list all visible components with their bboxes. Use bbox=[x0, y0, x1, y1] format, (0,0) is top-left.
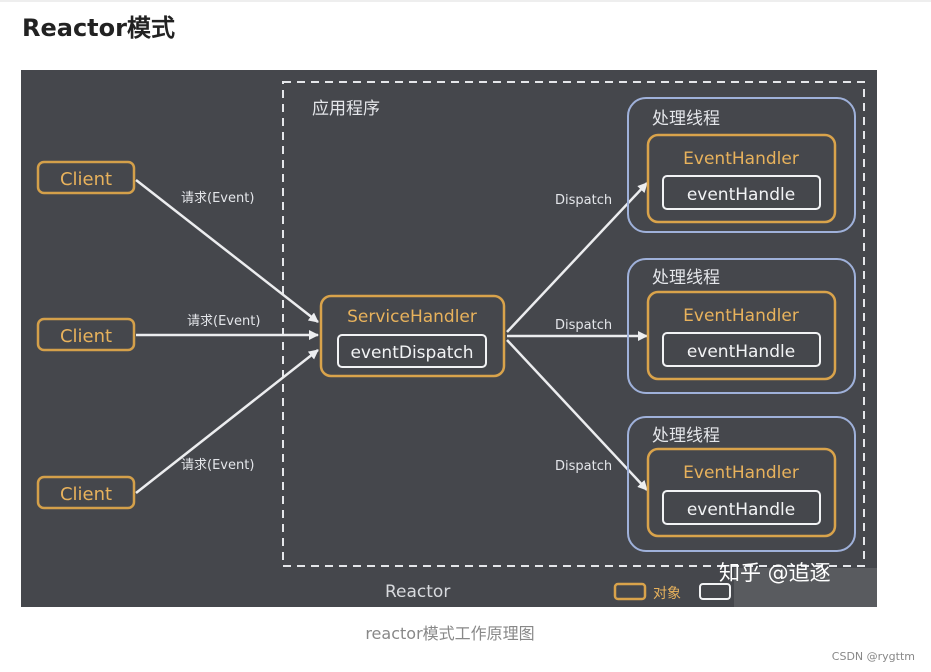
event-dispatch-box bbox=[337, 334, 487, 368]
legend-method-swatch bbox=[699, 583, 731, 600]
client-node: Client bbox=[36, 160, 136, 195]
request-arrow bbox=[135, 349, 319, 494]
service-handler-box bbox=[319, 294, 506, 378]
event-handler-box bbox=[646, 447, 837, 538]
client-node: Client bbox=[36, 475, 136, 510]
dispatch-arrow bbox=[506, 182, 648, 333]
legend-object-swatch bbox=[613, 582, 647, 601]
watermark-text: 知乎 @追逐 bbox=[719, 561, 831, 585]
event-handler-title: EventHandler bbox=[683, 149, 799, 169]
event-handler-title: EventHandler bbox=[683, 463, 799, 483]
reactor-diagram: 应用程序 Reactor Client Client Client 请求(Eve… bbox=[21, 70, 877, 607]
thread-box bbox=[627, 258, 856, 394]
request-label: 请求(Event) bbox=[181, 458, 254, 473]
event-handle-label: eventHandle bbox=[687, 500, 795, 520]
event-handle-box bbox=[662, 490, 821, 525]
thread-node: 处理线程 EventHandler eventHandle bbox=[627, 97, 856, 233]
dispatch-label: Dispatch bbox=[555, 318, 612, 333]
thread-label: 处理线程 bbox=[652, 426, 720, 446]
event-handler-box bbox=[646, 290, 837, 381]
thread-label: 处理线程 bbox=[652, 268, 720, 288]
legend-object-label: 对象 bbox=[653, 586, 681, 602]
service-handler-title: ServiceHandler bbox=[347, 307, 477, 327]
top-divider bbox=[0, 0, 931, 2]
thread-node: 处理线程 EventHandler eventHandle bbox=[627, 258, 856, 394]
event-handler-box bbox=[646, 133, 837, 224]
event-handler-title: EventHandler bbox=[683, 306, 799, 326]
event-handle-label: eventHandle bbox=[687, 342, 795, 362]
credit-text: CSDN @rygttm bbox=[831, 650, 915, 663]
dispatch-label: Dispatch bbox=[555, 459, 612, 474]
event-handle-box bbox=[662, 332, 821, 367]
event-dispatch-label: eventDispatch bbox=[350, 343, 473, 363]
dispatch-arrow bbox=[506, 339, 648, 491]
thread-box bbox=[627, 97, 856, 233]
client-box bbox=[36, 475, 136, 510]
client-label: Client bbox=[60, 484, 112, 505]
reactor-label: Reactor bbox=[385, 582, 450, 602]
thread-label: 处理线程 bbox=[652, 109, 720, 129]
watermark-blur bbox=[734, 568, 877, 607]
request-arrow bbox=[135, 179, 319, 323]
page-title: Reactor模式 bbox=[22, 14, 175, 42]
client-label: Client bbox=[60, 326, 112, 347]
dispatch-label: Dispatch bbox=[555, 193, 612, 208]
client-box bbox=[36, 317, 136, 352]
event-handle-box bbox=[662, 175, 821, 210]
thread-node: 处理线程 EventHandler eventHandle bbox=[627, 416, 856, 552]
service-handler-node: ServiceHandler eventDispatch bbox=[319, 294, 506, 378]
client-box bbox=[36, 160, 136, 195]
figure-caption: reactor模式工作原理图 bbox=[365, 624, 535, 643]
diagram-background bbox=[21, 70, 877, 607]
request-label: 请求(Event) bbox=[181, 191, 254, 206]
client-label: Client bbox=[60, 169, 112, 190]
request-label: 请求(Event) bbox=[187, 314, 260, 329]
client-node: Client bbox=[36, 317, 136, 352]
event-handle-label: eventHandle bbox=[687, 185, 795, 205]
thread-box bbox=[627, 416, 856, 552]
app-region-label: 应用程序 bbox=[312, 99, 380, 119]
